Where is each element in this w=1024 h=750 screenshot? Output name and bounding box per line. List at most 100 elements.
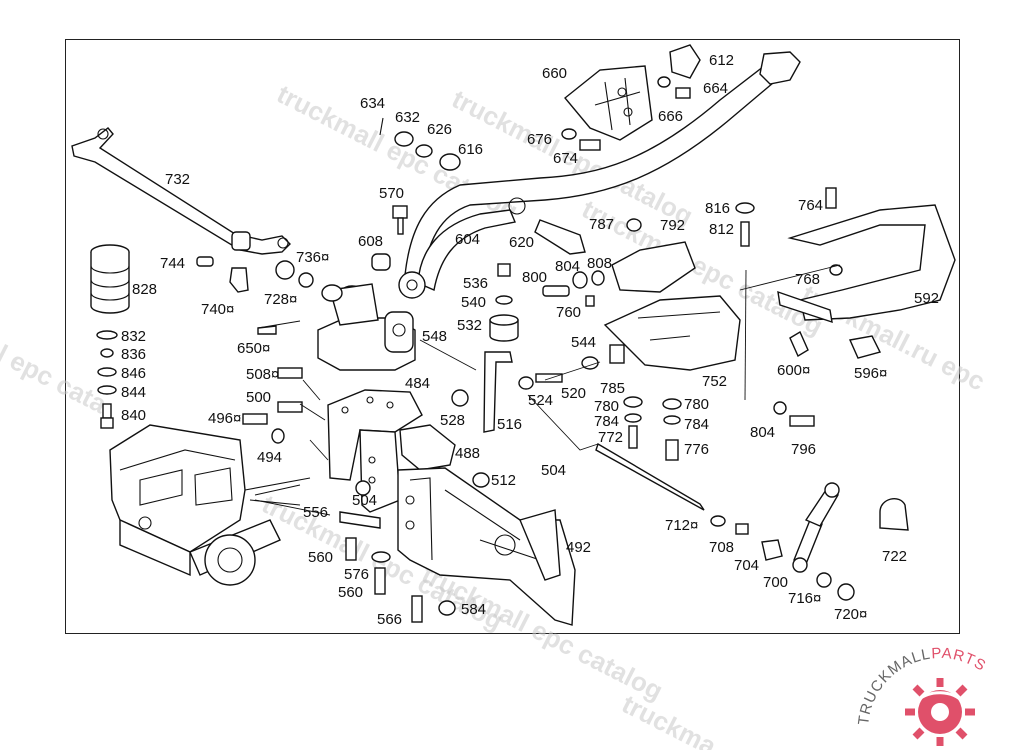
washer-716	[816, 572, 832, 588]
clip-740	[229, 267, 249, 293]
callout-596: 596¤	[854, 365, 887, 382]
sleeve-708	[735, 523, 749, 535]
nut-528	[451, 389, 469, 407]
callout-785: 785	[600, 380, 625, 397]
nut-584	[438, 600, 456, 616]
callout-800: 800	[522, 269, 547, 286]
callout-560b: 560	[338, 584, 363, 601]
callout-520: 520	[561, 385, 586, 402]
truck-illustration	[109, 424, 311, 586]
bolt-560b	[374, 567, 386, 595]
callout-720: 720¤	[834, 606, 867, 623]
washer-728	[298, 272, 314, 288]
callout-labels: 612 660 664 666 676 674 634 632 626 616 …	[121, 52, 939, 628]
bolt-812	[740, 221, 750, 247]
bolt-536	[497, 263, 511, 277]
washer-804b	[773, 401, 787, 415]
callout-488: 488	[455, 445, 480, 462]
callout-712: 712¤	[665, 517, 698, 534]
main-bracket-484	[327, 389, 423, 513]
callout-508: 508¤	[246, 366, 279, 383]
callout-604: 604	[455, 231, 480, 248]
buffer-532	[489, 319, 519, 342]
bracket-752	[603, 295, 741, 371]
callout-504a: 504	[541, 462, 566, 479]
callout-704: 704	[734, 557, 759, 574]
callout-666: 666	[658, 108, 683, 125]
callout-608: 608	[358, 233, 383, 250]
spring-bracket-548	[317, 283, 416, 371]
bolt-560	[345, 537, 357, 561]
block-612	[669, 44, 701, 79]
screw-650	[257, 325, 277, 335]
callout-722: 722	[882, 548, 907, 565]
callout-612: 612	[709, 52, 734, 69]
nut-720	[837, 583, 855, 601]
rubber-buffer-828	[90, 244, 130, 314]
bolt-500	[277, 401, 303, 413]
bracket-600	[789, 330, 809, 358]
leaf-spring-604	[398, 51, 801, 299]
bushing-596	[848, 335, 882, 359]
callout-632: 632	[395, 109, 420, 126]
truckmall-parts-logo: TRUCKMALLPARTS	[855, 645, 988, 746]
axle-768	[777, 290, 833, 324]
callout-492: 492	[566, 539, 591, 556]
washer-576	[371, 551, 391, 563]
callout-504b: 504	[352, 492, 377, 509]
callout-812: 812	[709, 221, 734, 238]
callout-496: 496¤	[208, 410, 241, 427]
washer-780	[623, 396, 643, 408]
washer-626	[415, 144, 433, 158]
callout-556: 556	[303, 504, 328, 521]
parts-drawing	[71, 44, 956, 626]
callout-616: 616	[458, 141, 483, 158]
callout-736: 736¤	[296, 249, 329, 266]
callout-664: 664	[703, 80, 728, 97]
callout-844: 844	[121, 384, 146, 401]
callout-560a: 560	[308, 549, 333, 566]
rod-504	[595, 442, 705, 511]
bushing-704	[761, 539, 783, 561]
bushing-616	[439, 153, 461, 171]
sleeve-760	[585, 295, 595, 307]
bushing-608	[371, 253, 391, 271]
callout-808: 808	[587, 255, 612, 272]
washer-494	[271, 428, 285, 444]
callout-740: 740¤	[201, 301, 234, 318]
callout-650: 650¤	[237, 340, 270, 357]
callout-764: 764	[798, 197, 823, 214]
callout-540: 540	[461, 294, 486, 311]
washer-676	[561, 128, 577, 140]
bolt-785	[609, 344, 625, 364]
watermark: truckma	[617, 689, 721, 750]
washer-520	[518, 376, 534, 390]
callout-772: 772	[598, 429, 623, 446]
bolt-674	[579, 139, 601, 151]
bolt-772	[628, 425, 638, 449]
bushing-736	[275, 260, 295, 280]
nut-632	[394, 131, 414, 147]
callout-584: 584	[461, 601, 486, 618]
stabilizer-bar-732	[71, 127, 291, 255]
washer-808	[591, 270, 605, 286]
watermark: l epc cata	[0, 339, 112, 420]
callout-576: 576	[344, 566, 369, 583]
bracket-660	[564, 65, 653, 141]
callout-792: 792	[660, 217, 685, 234]
callout-832: 832	[121, 328, 146, 345]
callout-752: 752	[702, 373, 727, 390]
bolt-570	[392, 205, 408, 219]
callout-768: 768	[795, 271, 820, 288]
callout-674: 674	[553, 150, 578, 167]
bolt-796	[789, 415, 815, 427]
callout-536: 536	[463, 275, 488, 292]
callout-516: 516	[497, 416, 522, 433]
washer-stack	[96, 330, 118, 429]
callout-708: 708	[709, 539, 734, 556]
callout-544: 544	[571, 334, 596, 351]
callout-732: 732	[165, 171, 190, 188]
callout-626: 626	[427, 121, 452, 138]
callout-570: 570	[379, 185, 404, 202]
